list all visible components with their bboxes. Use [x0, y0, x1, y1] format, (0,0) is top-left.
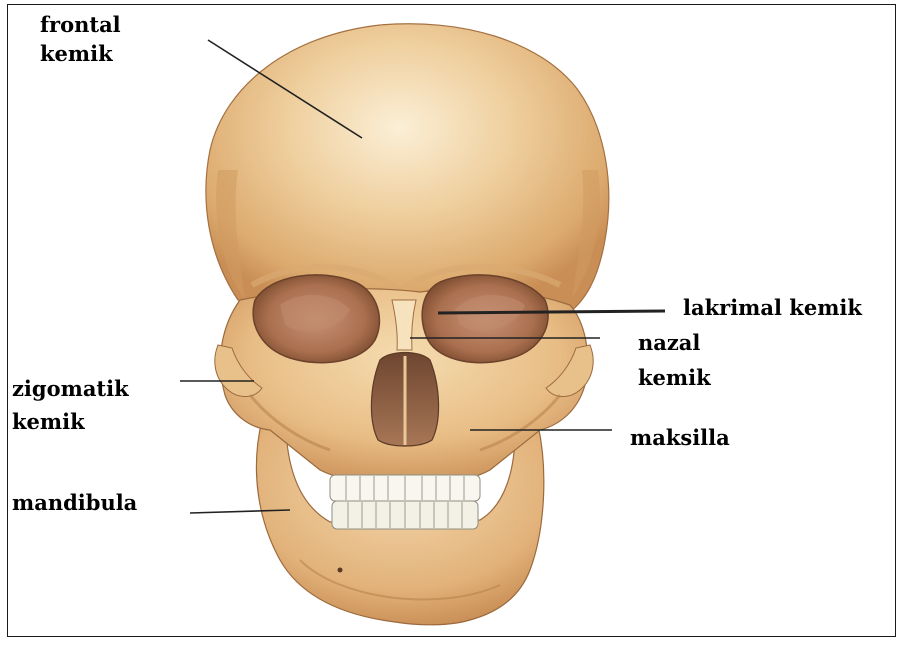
label-frontal-kemik: frontal kemik [40, 10, 121, 68]
right-orbit [422, 275, 548, 363]
cranium [206, 24, 609, 330]
left-orbit [253, 275, 379, 363]
label-lakrimal-kemik: lakrimal kemik [683, 293, 862, 322]
leader-lakrimal [438, 311, 665, 313]
label-mandibula: mandibula [12, 488, 137, 517]
label-maksilla: maksilla [630, 423, 730, 452]
teeth [330, 475, 480, 529]
label-zigomatik-kemik: zigomatik kemik [12, 374, 129, 436]
label-nazal-kemik: nazal kemik [638, 328, 711, 392]
